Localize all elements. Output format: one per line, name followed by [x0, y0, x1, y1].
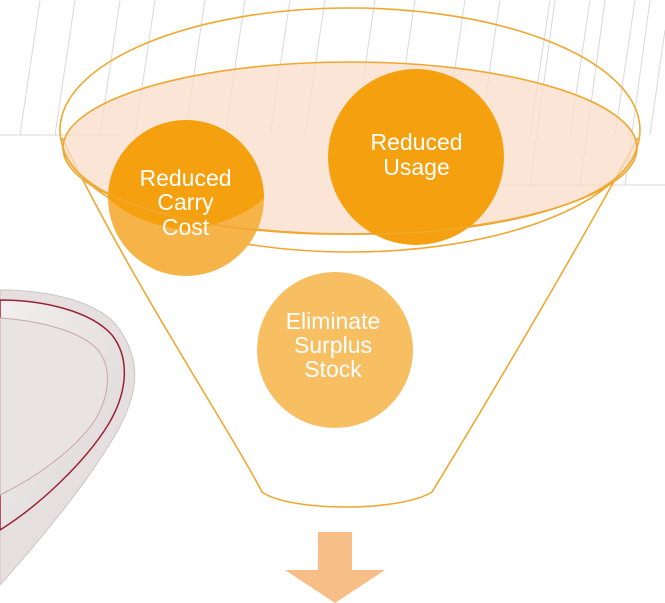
- down-arrow-icon: [285, 532, 385, 603]
- circle-eliminate-surplus-stock: [257, 272, 413, 428]
- circle-reduced-carry-cost-top: [108, 120, 264, 230]
- circle-reduced-usage: [328, 69, 504, 245]
- funnel-rim-front-edge: [62, 147, 638, 235]
- side-decorative-shape: [0, 289, 136, 586]
- funnel-body: [59, 7, 641, 508]
